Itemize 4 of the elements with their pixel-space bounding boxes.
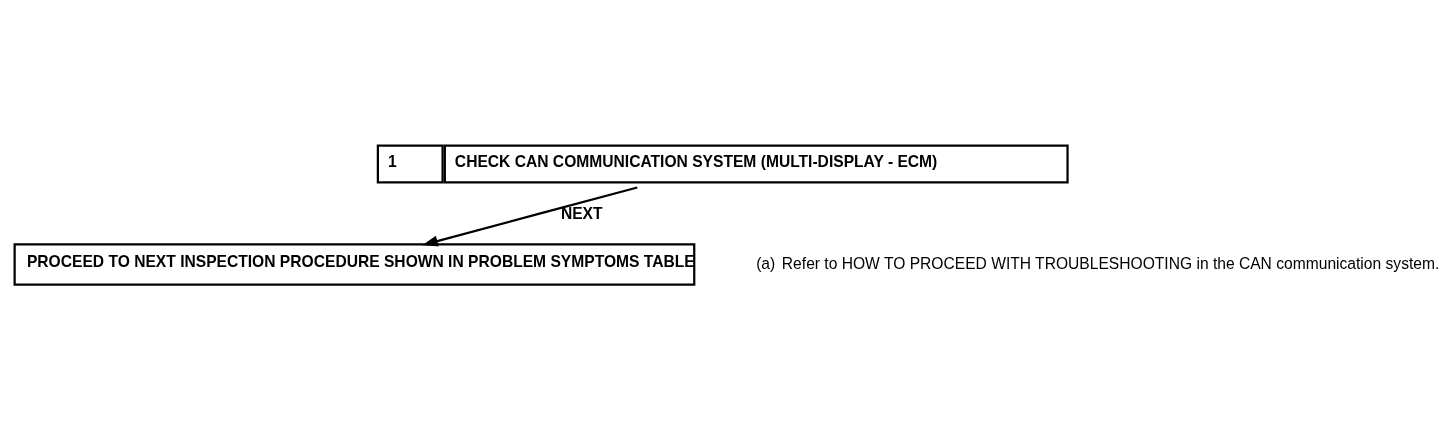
edge-label: NEXT [560, 204, 603, 222]
label: (a) [756, 255, 776, 273]
label: Refer to HOW TO PROCEED WITH TROUBLESHOOTING in the CAN communication system. [781, 255, 1440, 273]
arrow [422, 186, 638, 247]
